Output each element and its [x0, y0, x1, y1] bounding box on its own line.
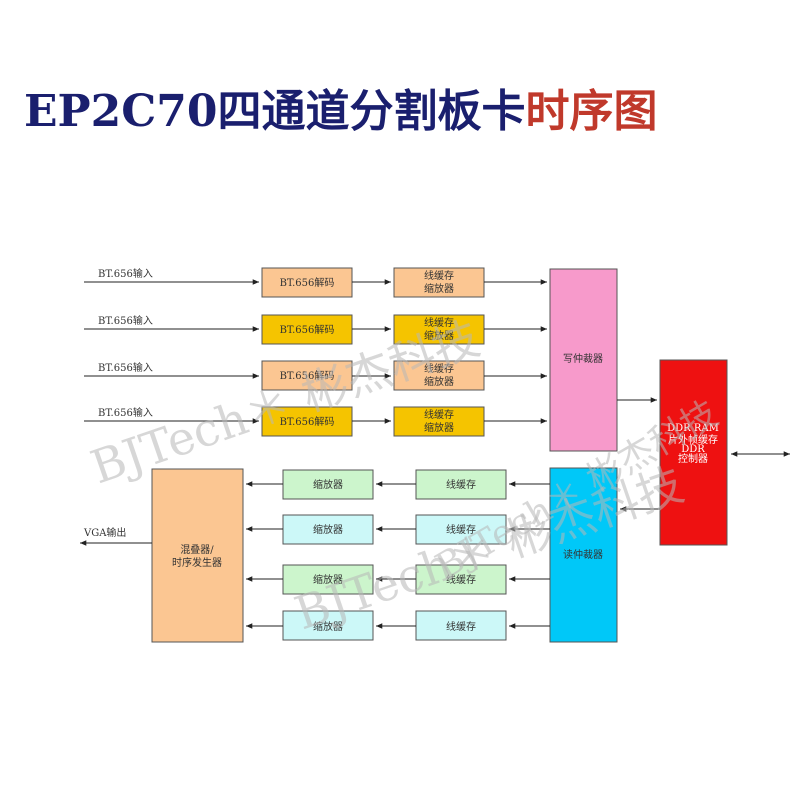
decoder-label: BT.656解码 — [280, 276, 335, 289]
write-linebuf-box — [393, 267, 485, 298]
read-linebuf-label: 线缓存 — [446, 478, 476, 491]
scaler-box — [282, 564, 374, 595]
input-label: BT.656输入 — [98, 406, 153, 419]
read-arbiter-box — [549, 467, 618, 643]
ddr-label-1: DDR RAM — [667, 423, 719, 434]
write-linebuf-box — [393, 314, 485, 345]
output-row-3: 线缓存 缩放器 — [246, 564, 550, 595]
read-linebuf-box — [415, 610, 507, 641]
title-accent: 时序图 — [525, 86, 658, 137]
write-scaler-label: 缩放器 — [424, 375, 454, 388]
write-scaler-label: 缩放器 — [424, 421, 454, 434]
input-label: BT.656输入 — [98, 267, 153, 280]
decoder-box — [261, 360, 353, 391]
write-arbiter-box — [549, 268, 618, 452]
write-arbiter-label: 写仲裁器 — [563, 352, 603, 365]
write-linebuf-box — [393, 406, 485, 437]
scaler-label: 缩放器 — [313, 620, 343, 633]
ddr-label-4: 控制器 — [678, 452, 708, 465]
read-linebuf-label: 线缓存 — [446, 573, 476, 586]
write-linebuf-box — [393, 360, 485, 391]
ddr-controller-box — [659, 359, 728, 546]
mixer-label-2: 时序发生器 — [172, 556, 222, 569]
decoder-label: BT.656解码 — [280, 323, 335, 336]
output-row-2: 线缓存 缩放器 — [246, 514, 550, 545]
mixer-label-1: 混叠器/ — [180, 544, 214, 556]
output-row-1: 线缓存 缩放器 — [246, 469, 550, 500]
mixer-box — [151, 468, 244, 643]
ddr-label-3: DDR — [681, 444, 705, 455]
scaler-label: 缩放器 — [313, 573, 343, 586]
scaler-label: 缩放器 — [313, 523, 343, 536]
decoder-box — [261, 314, 353, 345]
title-main: EP2C70四通道分割板卡 — [24, 86, 526, 137]
output-row-4: 线缓存 缩放器 — [246, 610, 550, 641]
decoder-label: BT.656解码 — [280, 415, 335, 428]
scaler-label: 缩放器 — [313, 478, 343, 491]
ddr-label-2: 片外帧缓存 — [668, 433, 718, 446]
scaler-box — [282, 514, 374, 545]
write-scaler-label: 缩放器 — [424, 282, 454, 295]
write-linebuf-label: 线缓存 — [424, 316, 454, 329]
page-title: EP2C70四通道分割板卡时序图 — [24, 82, 658, 142]
read-linebuf-box — [415, 564, 507, 595]
read-linebuf-label: 线缓存 — [446, 620, 476, 633]
input-row-4: BT.656输入 BT.656解码 线缓存 缩放器 — [84, 406, 547, 437]
read-linebuf-label: 线缓存 — [446, 523, 476, 536]
write-linebuf-label: 线缓存 — [424, 362, 454, 375]
decoder-box — [261, 267, 353, 298]
decoder-label: BT.656解码 — [280, 369, 335, 382]
read-arbiter-label: 读仲裁器 — [563, 548, 603, 561]
write-linebuf-label: 线缓存 — [424, 408, 454, 421]
read-linebuf-box — [415, 469, 507, 500]
input-label: BT.656输入 — [98, 314, 153, 327]
input-row-2: BT.656输入 BT.656解码 线缓存 缩放器 — [84, 314, 547, 345]
decoder-box — [261, 406, 353, 437]
read-linebuf-box — [415, 514, 507, 545]
input-label: BT.656输入 — [98, 361, 153, 374]
input-row-3: BT.656输入 BT.656解码 线缓存 缩放器 — [84, 360, 547, 391]
input-row-1: BT.656输入 BT.656解码 线缓存 缩放器 — [84, 267, 547, 298]
vga-output-label: VGA输出 — [83, 526, 126, 539]
write-linebuf-label: 线缓存 — [424, 269, 454, 282]
write-scaler-label: 缩放器 — [424, 329, 454, 342]
